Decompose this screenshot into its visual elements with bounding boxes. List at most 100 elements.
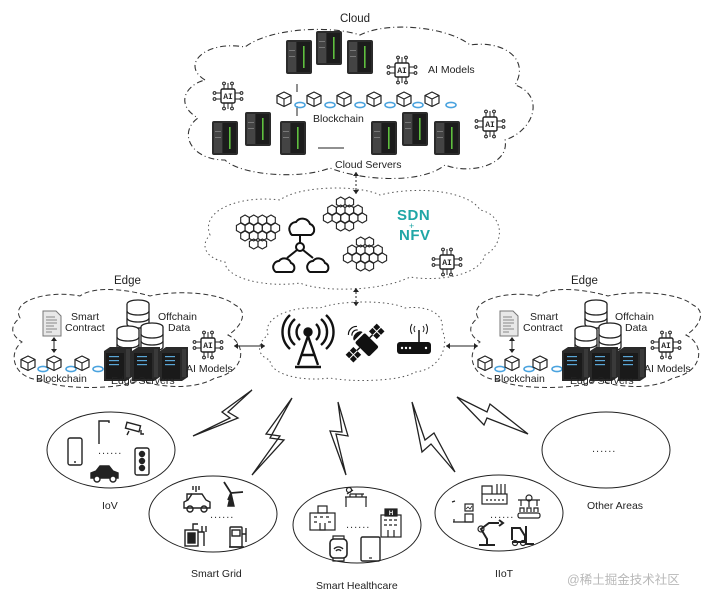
hex-cluster-2	[322, 196, 368, 232]
cloud-blockchain-label: Blockchain	[313, 113, 364, 125]
charging-station-icon	[229, 526, 247, 548]
iov-icons	[67, 420, 150, 483]
cloud-servers-top	[286, 31, 373, 74]
arrow-edge-left-access	[234, 343, 265, 349]
iiot-ellipse	[434, 474, 564, 552]
traffic-light-icon	[134, 447, 150, 476]
contract-chain-arrow	[509, 337, 515, 353]
edge-left-smart-contract-line2: Contract	[65, 322, 105, 334]
ev-car-icon	[183, 486, 211, 513]
sdn-label: SDN	[397, 207, 431, 224]
sdn-nfv-plus: +	[409, 221, 415, 231]
edge-right-blockchain-label: Blockchain	[494, 373, 545, 385]
ai-chip-icon	[431, 247, 463, 277]
iiot-ellipsis: ......	[490, 509, 515, 521]
robotic-arm-icon	[477, 519, 505, 546]
other-areas-ellipsis: ......	[592, 443, 617, 455]
edge-left-offchain-line2: Data	[168, 322, 191, 334]
edge-left-smart-contract-line1: Smart	[71, 311, 100, 323]
hex-cluster-1	[235, 214, 281, 250]
wind-turbine-icon	[223, 481, 244, 507]
ai-chip-icon	[192, 330, 224, 360]
edge-right-blockchain	[477, 355, 563, 373]
edge-left-offchain-line1: Offchain	[158, 311, 197, 323]
edge-right-title: Edge	[571, 275, 598, 287]
edge-left-title: Edge	[114, 275, 141, 287]
lightning-bolt-icon	[192, 389, 253, 437]
smart-healthcare-ellipse	[292, 486, 422, 564]
cell-tower-icon	[281, 314, 335, 369]
iiot-icons	[451, 484, 541, 547]
smartwatch-icon	[329, 535, 348, 562]
contract-chain-arrow	[51, 337, 57, 353]
lightning-bolt-icon	[329, 401, 349, 476]
smart-grid-ellipsis: ......	[210, 509, 235, 521]
smart-healthcare-icons: H	[309, 486, 402, 562]
cloud-layer	[184, 26, 534, 180]
iiot-label: IIoT	[495, 568, 514, 580]
ai-chip-icon	[474, 109, 506, 139]
cloud-topology-icon	[272, 217, 330, 273]
other-areas-label: Other Areas	[587, 500, 644, 512]
battery-charger-icon	[184, 523, 207, 547]
lightning-bolt-icon	[411, 401, 456, 473]
iov-label: IoV	[102, 500, 118, 512]
hospital-building-icon	[309, 505, 336, 531]
smart-healthcare-label: Smart Healthcare	[316, 580, 398, 592]
cloud-blockchain	[276, 91, 457, 109]
smart-contract-icon	[499, 310, 519, 337]
arrow-network-access	[353, 288, 359, 306]
street-lamp-icon	[98, 420, 110, 444]
edge-right-smart-contract-line2: Contract	[523, 322, 563, 334]
wireless-links	[192, 389, 529, 476]
arrow-access-edge-right	[446, 343, 478, 349]
nfv-label: NFV	[399, 227, 431, 244]
edge-left-blockchain	[20, 355, 104, 373]
hospital-h-icon: H	[380, 508, 402, 538]
smart-grid-icons	[183, 481, 247, 548]
ai-chip-icon	[212, 81, 244, 111]
conveyor-robot-icon	[517, 494, 541, 519]
forklift-icon	[511, 526, 534, 547]
lightning-bolt-icon	[456, 396, 529, 435]
smartphone-icon	[67, 437, 83, 466]
smart-grid-label: Smart Grid	[191, 568, 242, 580]
monitoring-station-icon	[451, 500, 474, 523]
cloud-title: Cloud	[340, 13, 371, 25]
access-cloud-outline	[259, 301, 446, 381]
ai-chip-icon	[386, 55, 418, 85]
arrow-cloud-network	[353, 172, 359, 194]
edge-right-offchain-line2: Data	[625, 322, 648, 334]
smart-contract-icon	[42, 310, 62, 337]
edge-right-outline	[470, 288, 702, 388]
cloud-outline	[184, 26, 534, 180]
offchain-db-icons	[116, 299, 164, 355]
edge-right-servers-label: Edge Servers	[570, 375, 634, 387]
wifi-router-icon	[397, 323, 431, 354]
factory-icon	[481, 484, 508, 505]
cloud-servers-label: Cloud Servers	[335, 159, 402, 171]
edge-left-ai-models-label: AI Models	[186, 363, 233, 375]
edge-left-servers-label: Edge Servers	[111, 375, 175, 387]
watermark: @稀土掘金技术社区	[567, 573, 680, 587]
cloud-ai-models-label: AI Models	[428, 64, 475, 76]
lightning-bolt-icon	[251, 397, 293, 476]
edge-right-smart-contract-line1: Smart	[530, 311, 559, 323]
ai-chip-icon	[650, 330, 682, 360]
other-areas-ellipse	[541, 411, 671, 489]
iov-ellipse	[46, 411, 176, 489]
cctv-camera-icon	[124, 421, 144, 436]
edge-left-outline	[12, 288, 244, 388]
smart-grid-ellipse	[148, 475, 278, 553]
edge-right-offchain-line1: Offchain	[615, 311, 654, 323]
network-cloud-outline	[204, 187, 500, 290]
hex-cluster-3	[342, 236, 388, 272]
iov-ellipsis: ......	[98, 445, 123, 457]
edge-right-ai-models-label: AI Models	[644, 363, 691, 375]
edge-left-blockchain-label: Blockchain	[36, 373, 87, 385]
car-icon	[90, 465, 119, 483]
smart-healthcare-ellipsis: ......	[346, 519, 371, 531]
svg-text:H: H	[389, 511, 393, 517]
